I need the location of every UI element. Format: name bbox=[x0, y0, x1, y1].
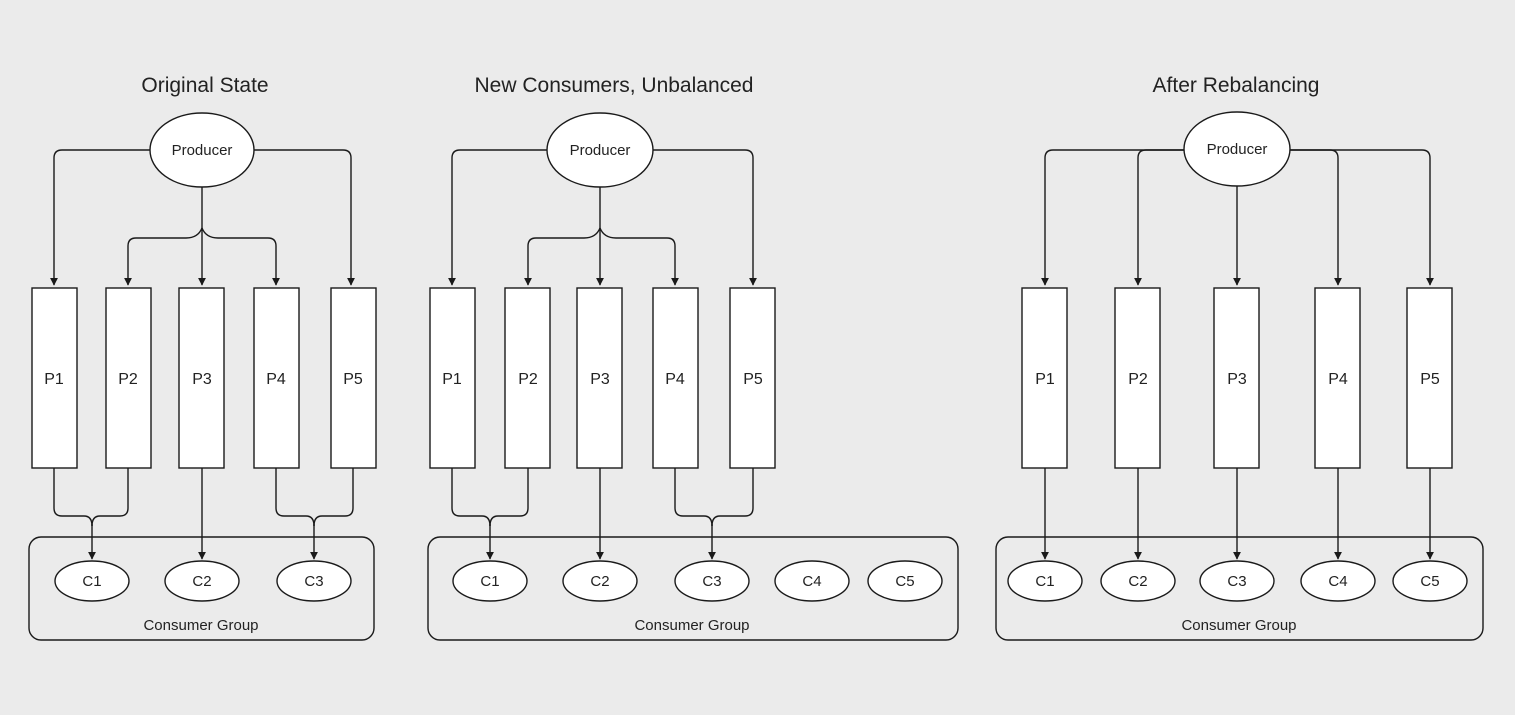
consumer-label: C2 bbox=[192, 573, 211, 590]
producer-edges bbox=[50, 149, 355, 286]
consumer-c4: C4 bbox=[1300, 560, 1376, 602]
consumer-label: C1 bbox=[82, 573, 101, 590]
partition-p5: P5 bbox=[729, 287, 776, 469]
consumer-group-label: Consumer Group bbox=[143, 617, 258, 634]
consumer-edges bbox=[451, 468, 754, 560]
partition-label: P2 bbox=[1128, 371, 1148, 388]
consumer-label: C2 bbox=[590, 573, 609, 590]
partition-label: P1 bbox=[44, 371, 64, 388]
partition-label: P2 bbox=[518, 371, 538, 388]
partition-label: P1 bbox=[1035, 371, 1055, 388]
consumer-label: C3 bbox=[1227, 573, 1246, 590]
partition-p1: P1 bbox=[31, 287, 78, 469]
producer-label: Producer bbox=[570, 142, 631, 159]
consumer-c4: C4 bbox=[774, 560, 850, 602]
consumer-label: C3 bbox=[304, 573, 323, 590]
consumer-label: C1 bbox=[480, 573, 499, 590]
partition-label: P1 bbox=[442, 371, 462, 388]
partition-p2: P2 bbox=[504, 287, 551, 469]
producer-label: Producer bbox=[172, 142, 233, 159]
producer-node: Producer bbox=[1183, 111, 1291, 187]
consumer-label: C2 bbox=[1128, 573, 1147, 590]
partition-label: P4 bbox=[665, 371, 685, 388]
panel-title: New Consumers, Unbalanced bbox=[475, 74, 754, 97]
consumer-group-label: Consumer Group bbox=[634, 617, 749, 634]
producer-edges bbox=[448, 149, 757, 286]
partition-label: P4 bbox=[1328, 371, 1348, 388]
partition-label: P5 bbox=[343, 371, 363, 388]
consumer-c2: C2 bbox=[562, 560, 638, 602]
partition-p4: P4 bbox=[253, 287, 300, 469]
consumer-label: C3 bbox=[702, 573, 721, 590]
partition-p4: P4 bbox=[652, 287, 699, 469]
producer-edges bbox=[1041, 149, 1434, 286]
partition-label: P3 bbox=[590, 371, 610, 388]
partition-label: P2 bbox=[118, 371, 138, 388]
consumer-label: C1 bbox=[1035, 573, 1054, 590]
consumer-c5: C5 bbox=[1392, 560, 1468, 602]
consumer-label: C4 bbox=[802, 573, 821, 590]
consumer-c1: C1 bbox=[452, 560, 528, 602]
consumer-group: C1 C2 C3 C4 C5 Consumer Group bbox=[427, 536, 959, 641]
consumer-group: C1 C2 C3 Consumer Group bbox=[28, 536, 375, 641]
producer-label: Producer bbox=[1207, 141, 1268, 158]
partition-label: P3 bbox=[192, 371, 212, 388]
consumer-group-label: Consumer Group bbox=[1181, 617, 1296, 634]
panel-title: After Rebalancing bbox=[1153, 74, 1320, 97]
partition-label: P3 bbox=[1227, 371, 1247, 388]
panel-original-state: Original State Producer P1 P2 P3 bbox=[28, 74, 377, 641]
partition-label: P4 bbox=[266, 371, 286, 388]
consumer-label: C5 bbox=[1420, 573, 1439, 590]
partition-label: P5 bbox=[743, 371, 763, 388]
consumer-group: C1 C2 C3 C4 C5 Consumer Group bbox=[995, 536, 1484, 641]
partition-p1: P1 bbox=[429, 287, 476, 469]
partition-p3: P3 bbox=[576, 287, 623, 469]
partition-p5: P5 bbox=[1406, 287, 1453, 469]
consumer-edges bbox=[53, 468, 354, 560]
partition-p2: P2 bbox=[1114, 287, 1161, 469]
partition-p3: P3 bbox=[178, 287, 225, 469]
consumer-c3: C3 bbox=[276, 560, 352, 602]
consumer-c1: C1 bbox=[1007, 560, 1083, 602]
panel-title: Original State bbox=[141, 74, 268, 97]
consumer-c1: C1 bbox=[54, 560, 130, 602]
consumer-label: C5 bbox=[895, 573, 914, 590]
partition-p3: P3 bbox=[1213, 287, 1260, 469]
consumer-c3: C3 bbox=[1199, 560, 1275, 602]
panel-after-rebalancing: After Rebalancing Producer P1 P2 P3 P4 bbox=[995, 74, 1484, 641]
consumer-c2: C2 bbox=[1100, 560, 1176, 602]
panel-new-consumers-unbalanced: New Consumers, Unbalanced Producer P1 P2… bbox=[427, 74, 959, 641]
consumer-edges bbox=[1041, 468, 1434, 560]
partition-p4: P4 bbox=[1314, 287, 1361, 469]
consumer-label: C4 bbox=[1328, 573, 1347, 590]
producer-node: Producer bbox=[546, 112, 654, 188]
partition-p5: P5 bbox=[330, 287, 377, 469]
consumer-c3: C3 bbox=[674, 560, 750, 602]
partition-p1: P1 bbox=[1021, 287, 1068, 469]
consumer-c5: C5 bbox=[867, 560, 943, 602]
consumer-c2: C2 bbox=[164, 560, 240, 602]
partition-label: P5 bbox=[1420, 371, 1440, 388]
partition-p2: P2 bbox=[105, 287, 152, 469]
producer-node: Producer bbox=[149, 112, 255, 188]
